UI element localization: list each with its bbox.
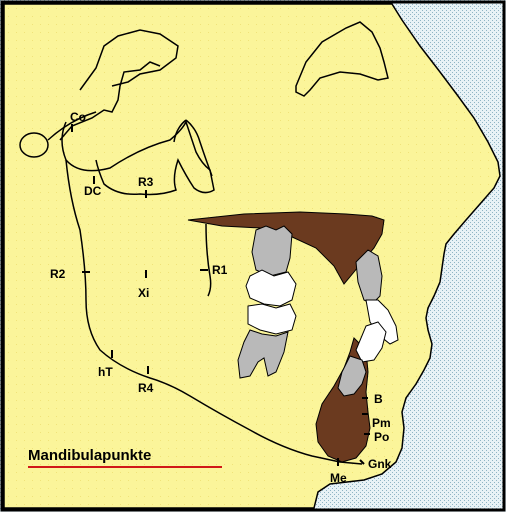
label-r1: R1 xyxy=(212,263,228,277)
label-me: Me xyxy=(330,471,347,485)
label-r4: R4 xyxy=(138,381,154,395)
label-xi: Xi xyxy=(138,286,149,300)
label-r3: R3 xyxy=(138,175,154,189)
label-gnk: Gnk xyxy=(368,457,392,471)
label-ht: hT xyxy=(98,365,113,379)
label-dc: DC xyxy=(84,184,102,198)
label-r2: R2 xyxy=(50,267,66,281)
label-pm: Pm xyxy=(372,416,391,430)
upper-molar-root xyxy=(252,226,292,276)
caption-title: Mandibulapunkte xyxy=(28,447,151,464)
label-b: B xyxy=(374,392,383,406)
label-co: Co xyxy=(70,110,86,124)
label-po: Po xyxy=(374,430,389,444)
